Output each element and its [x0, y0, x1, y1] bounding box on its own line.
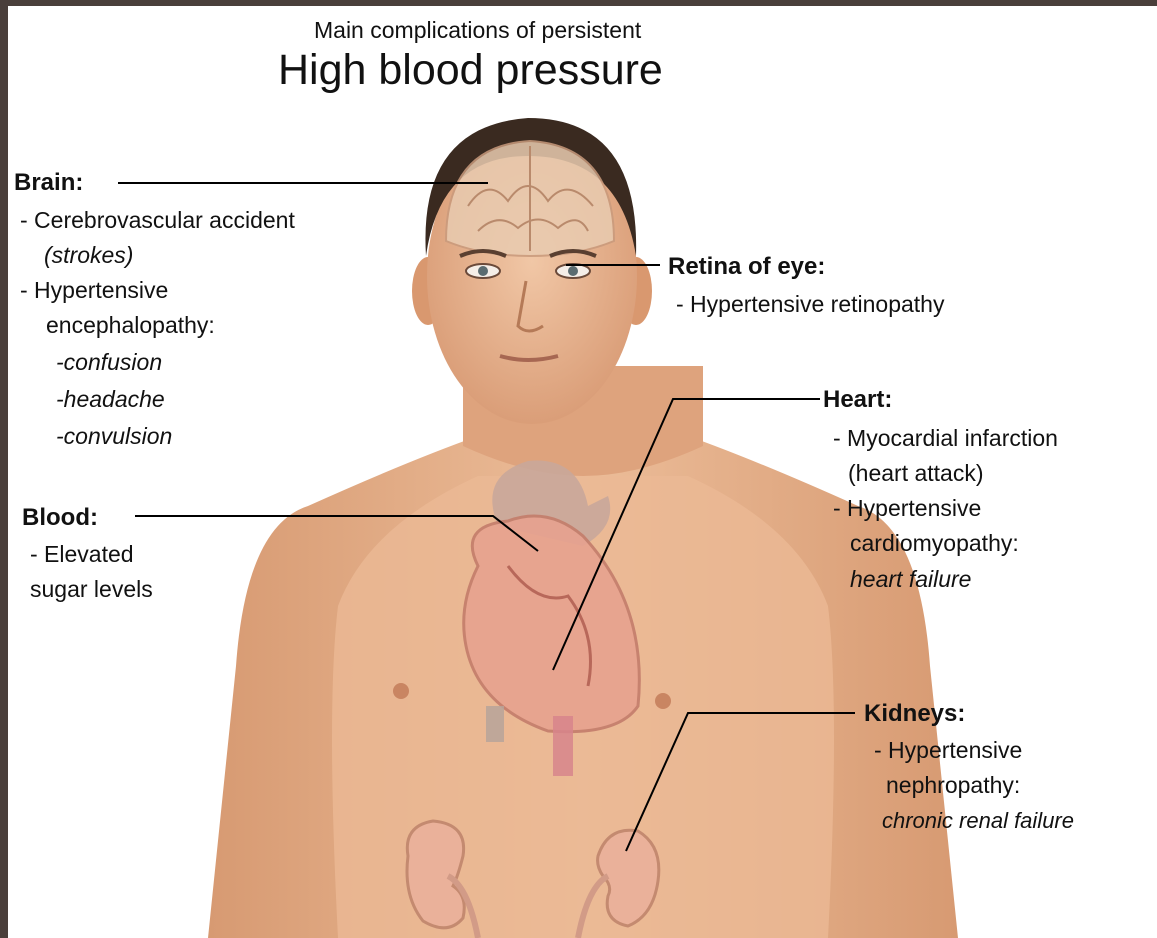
- diagram-canvas: Main complications of persistent High bl…: [8, 6, 1157, 938]
- diagram-subtitle: Main complications of persistent: [314, 17, 641, 44]
- kidneys-heading: Kidneys:: [864, 700, 965, 728]
- heart-heading: Heart:: [823, 386, 892, 414]
- blood-heading: Blood:: [22, 504, 98, 532]
- brain-heading: Brain:: [14, 169, 83, 197]
- blood-line-2: sugar levels: [30, 576, 153, 603]
- retina-line-1: - Hypertensive retinopathy: [676, 291, 944, 318]
- kidneys-line-2: nephropathy:: [886, 772, 1020, 799]
- heart-line-1: - Myocardial infarction: [833, 425, 1058, 452]
- blood-line-1: - Elevated: [30, 541, 134, 568]
- brain-line-5: -confusion: [56, 349, 162, 376]
- kidneys-line-3: chronic renal failure: [882, 808, 1074, 834]
- brain-line-6: -headache: [56, 386, 165, 413]
- brain-line-1: - Cerebrovascular accident: [20, 207, 295, 234]
- brain-line-3: - Hypertensive: [20, 277, 168, 304]
- heart-line-2: (heart attack): [848, 460, 984, 487]
- diagram-title: High blood pressure: [278, 46, 663, 95]
- heart-line-3: - Hypertensive: [833, 495, 981, 522]
- retina-heading: Retina of eye:: [668, 253, 825, 281]
- heart-line-5: heart failure: [850, 566, 971, 593]
- brain-line-4: encephalopathy:: [46, 312, 215, 339]
- heart-line-4: cardiomyopathy:: [850, 530, 1019, 557]
- left-kidney: [407, 821, 464, 928]
- brain-line-2: (strokes): [44, 242, 133, 269]
- brain-line-7: -convulsion: [56, 423, 172, 450]
- kidneys-line-1: - Hypertensive: [874, 737, 1022, 764]
